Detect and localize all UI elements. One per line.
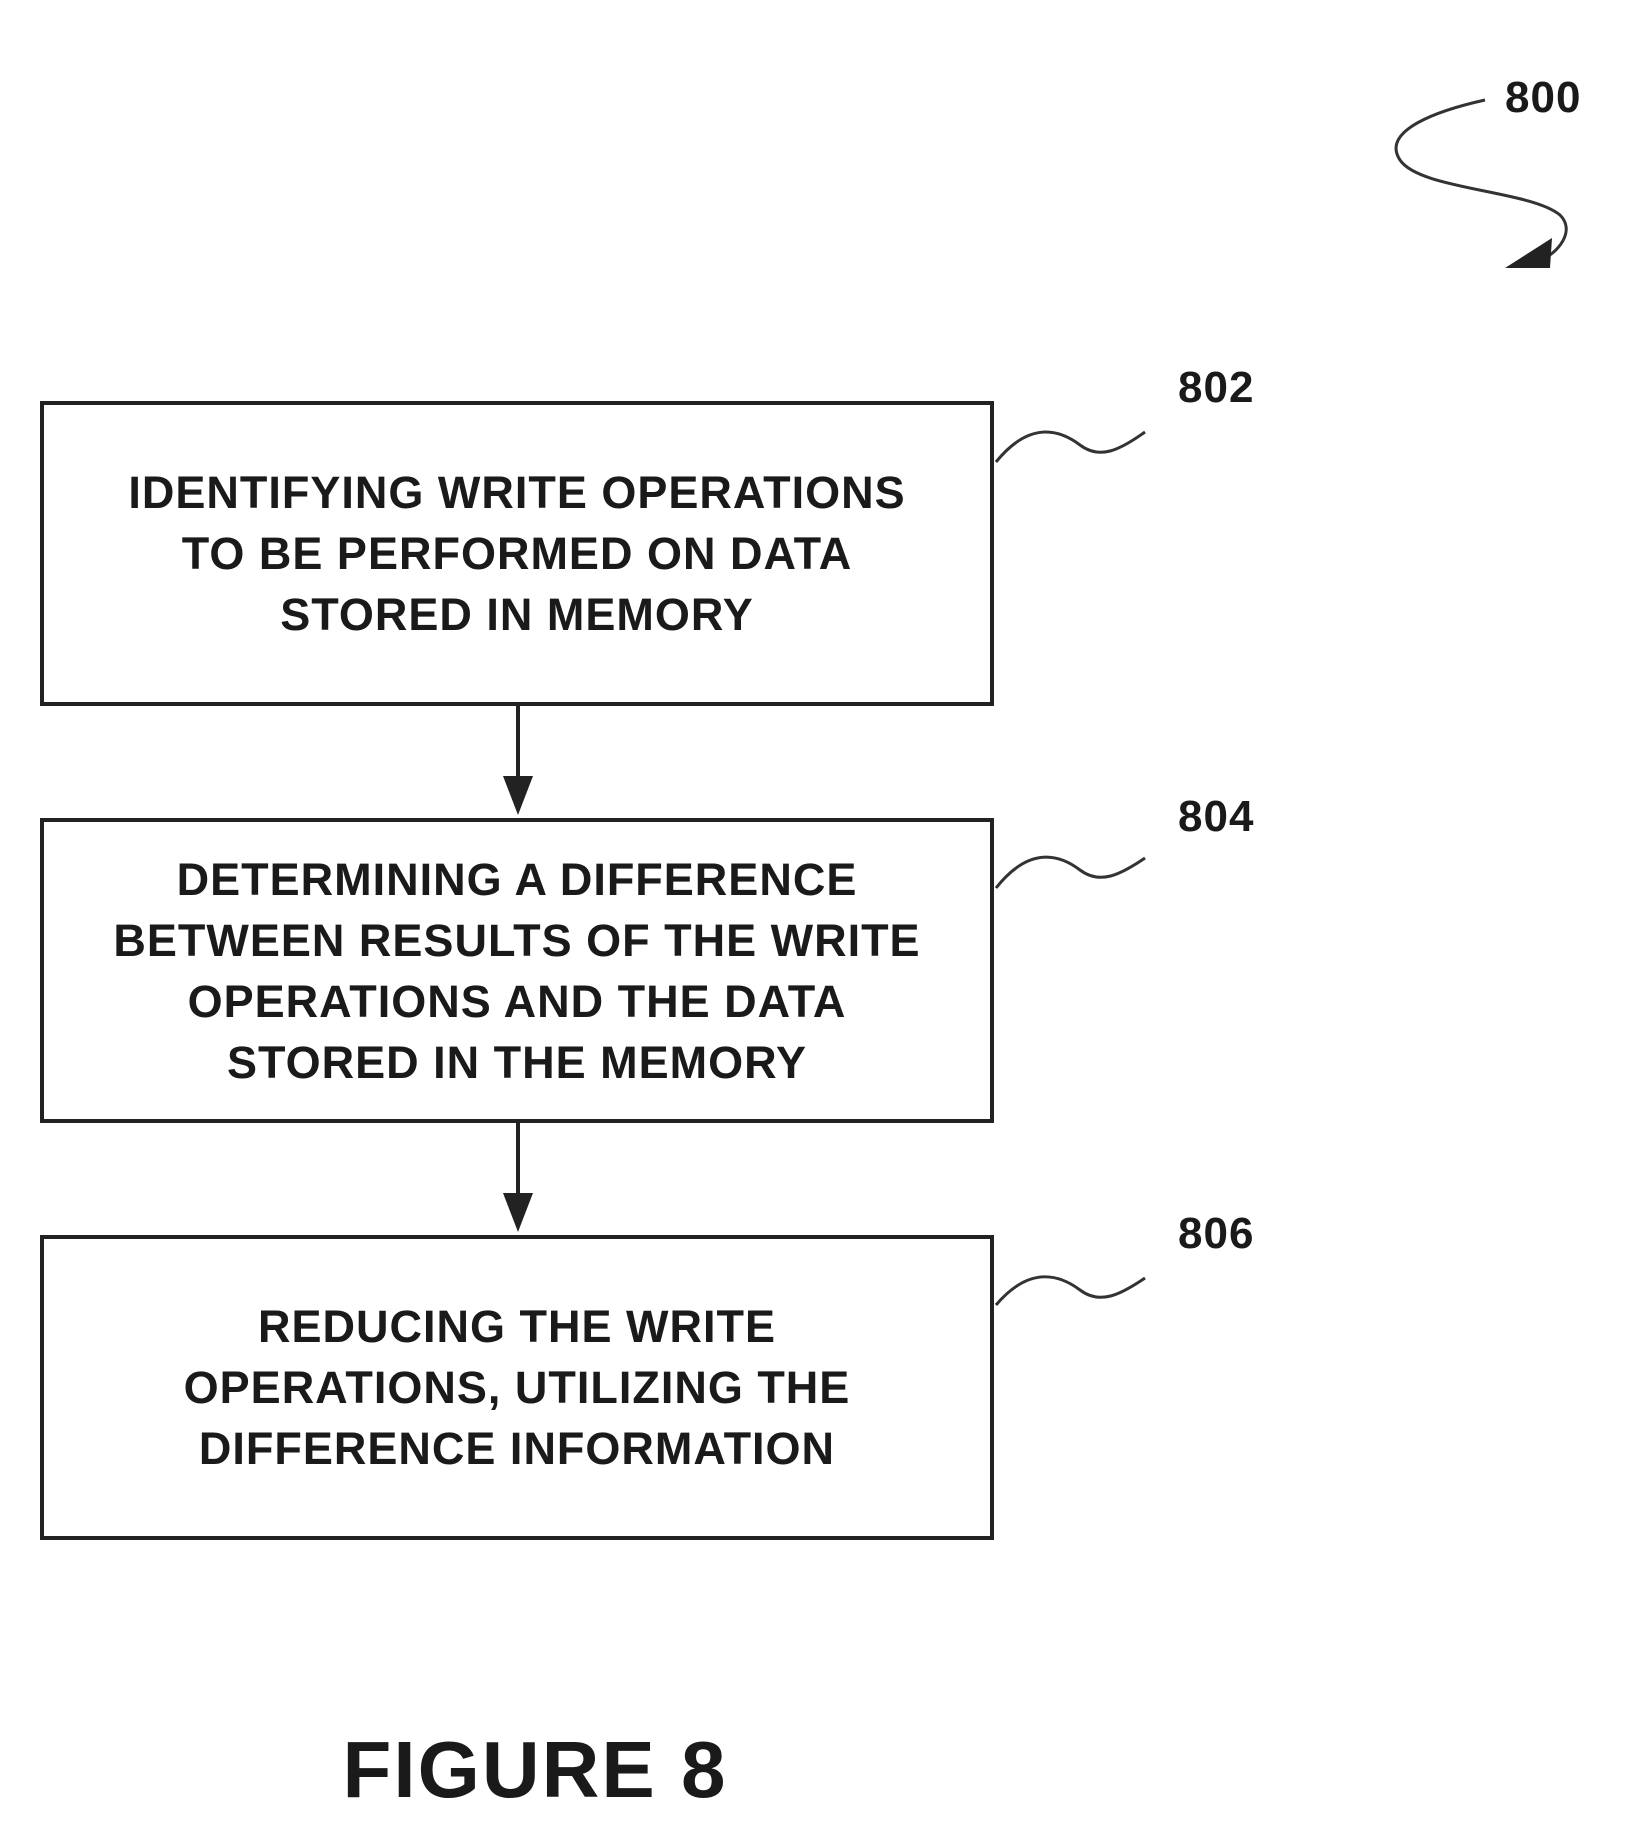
step-802-text: IDENTIFYING WRITE OPERATIONS TO BE PERFO… xyxy=(108,462,925,645)
figure-reference-number: 800 xyxy=(1505,76,1581,120)
step-806-leader xyxy=(996,1277,1145,1305)
step-box-806: REDUCING THE WRITE OPERATIONS, UTILIZING… xyxy=(40,1235,994,1540)
figure-reference-arrowhead xyxy=(1505,238,1552,268)
step-802-reference-number: 802 xyxy=(1178,366,1254,410)
step-box-804: DETERMINING A DIFFERENCE BETWEEN RESULTS… xyxy=(40,818,994,1123)
step-804-leader xyxy=(996,857,1145,888)
step-804-reference-number: 804 xyxy=(1178,795,1254,839)
flow-arrowhead-802-to-804 xyxy=(503,776,533,815)
figure-reference-leader xyxy=(1396,100,1566,258)
step-box-802: IDENTIFYING WRITE OPERATIONS TO BE PERFO… xyxy=(40,401,994,706)
step-802-leader xyxy=(996,432,1145,462)
figure-caption: FIGURE 8 xyxy=(0,1730,1070,1810)
flow-arrowhead-804-to-806 xyxy=(503,1193,533,1232)
step-806-text: REDUCING THE WRITE OPERATIONS, UTILIZING… xyxy=(164,1296,871,1479)
step-804-text: DETERMINING A DIFFERENCE BETWEEN RESULTS… xyxy=(93,849,940,1093)
step-806-reference-number: 806 xyxy=(1178,1212,1254,1256)
